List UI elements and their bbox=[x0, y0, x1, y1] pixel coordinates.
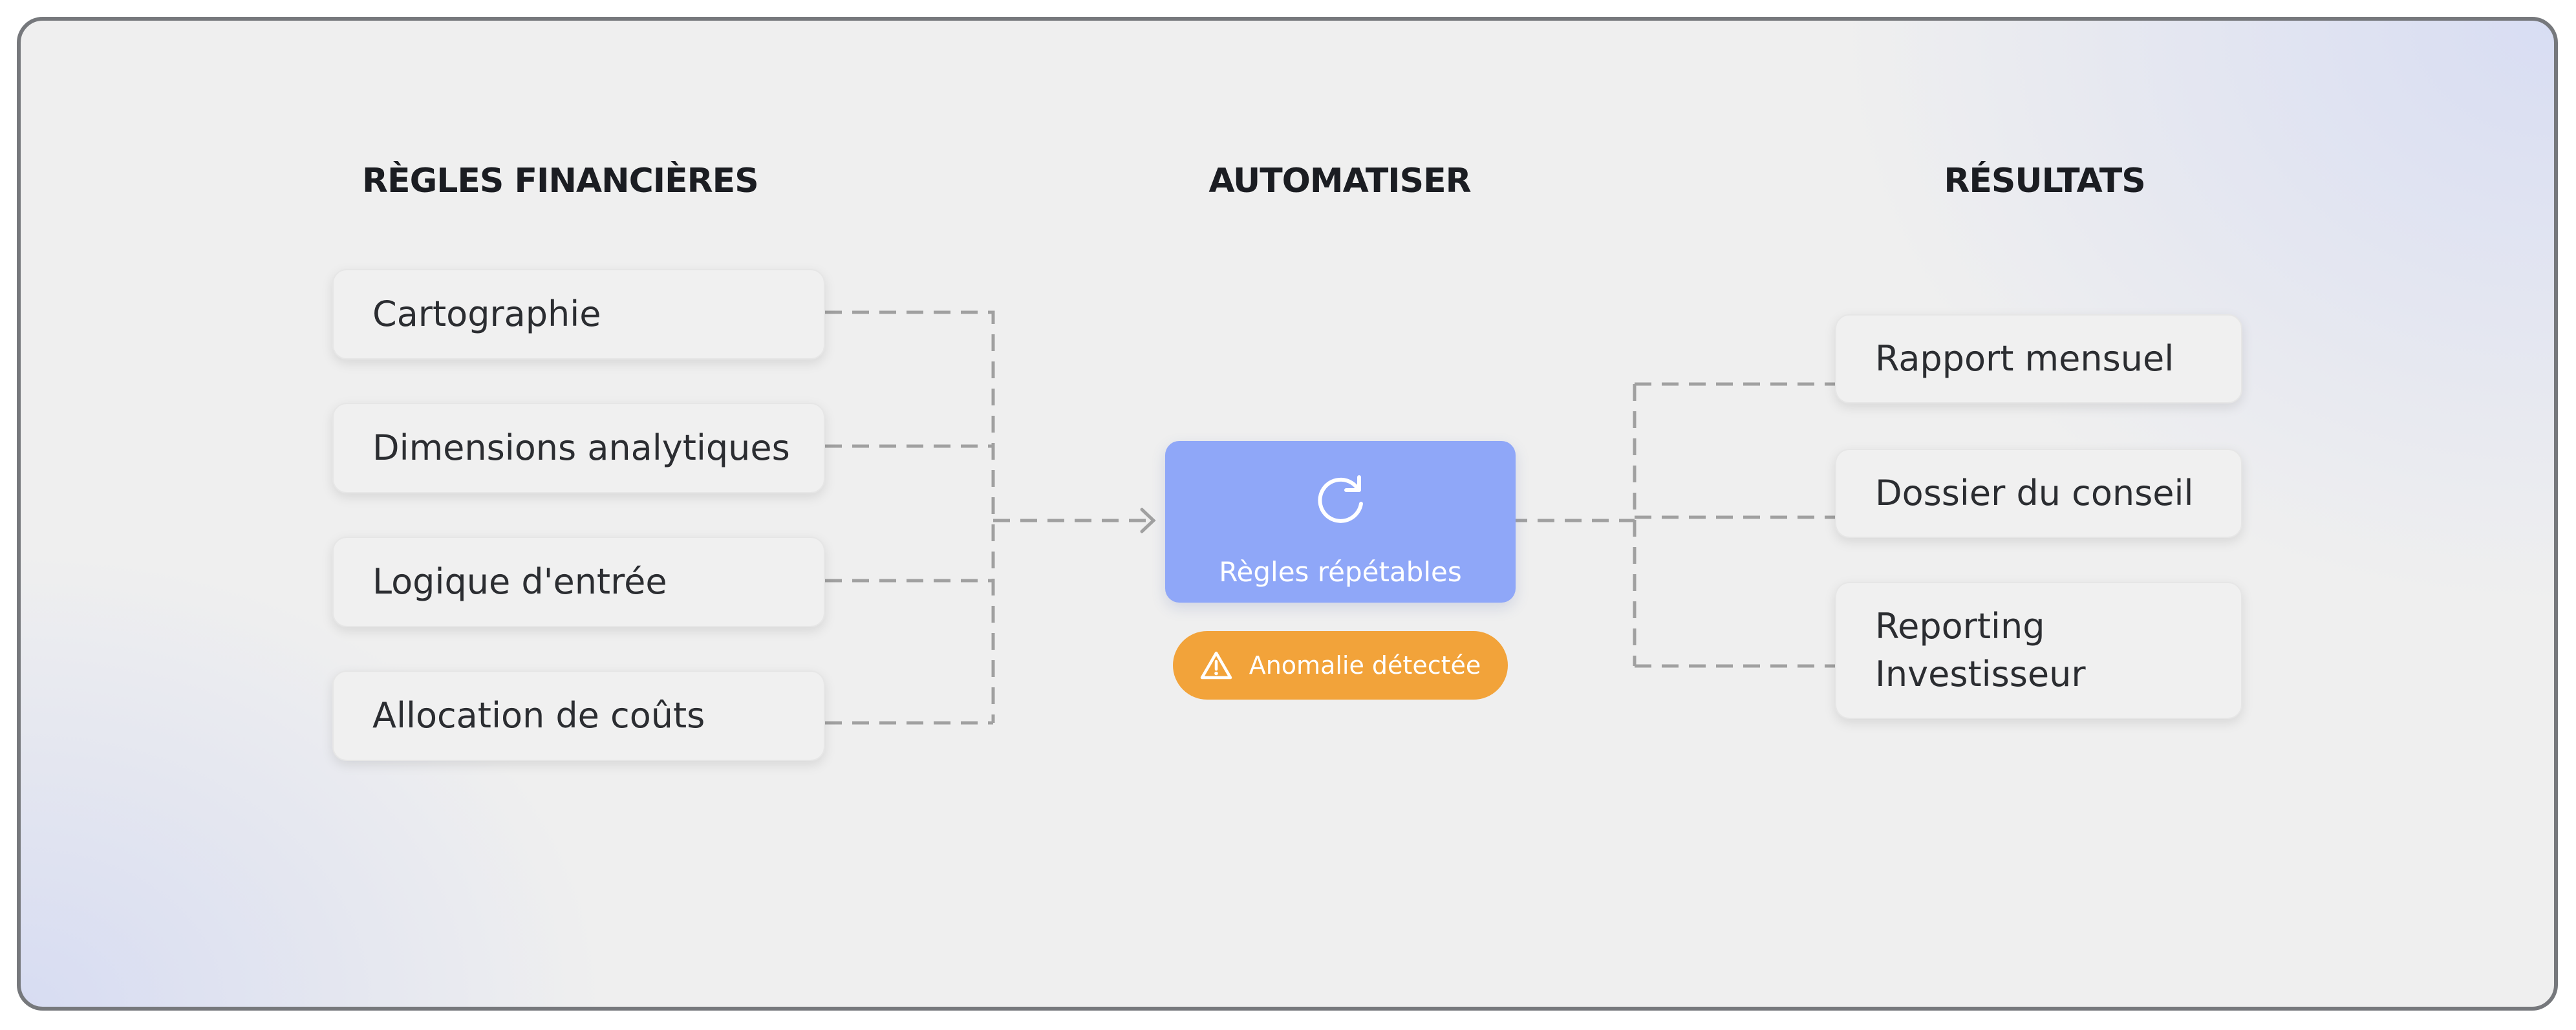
input-label: Allocation de coûts bbox=[372, 695, 705, 736]
process-card: Règles répétables bbox=[1165, 441, 1516, 603]
input-box-allocation: Allocation de coûts bbox=[332, 671, 825, 761]
output-label: Dossier du conseil bbox=[1875, 473, 2194, 513]
output-box-dossier-du-conseil: Dossier du conseil bbox=[1835, 449, 2242, 538]
output-label: Reporting Investisseur bbox=[1875, 606, 2086, 694]
anomaly-badge: Anomalie détectée bbox=[1173, 631, 1508, 700]
input-box-logique: Logique d'entrée bbox=[332, 537, 825, 627]
input-label: Cartographie bbox=[372, 294, 601, 334]
diagram-frame: RÈGLES FINANCIÈRES AUTOMATISER RÉSULTATS… bbox=[17, 17, 2558, 1011]
output-box-rapport-mensuel: Rapport mensuel bbox=[1835, 314, 2242, 403]
output-label: Rapport mensuel bbox=[1875, 338, 2174, 379]
refresh-icon bbox=[1318, 475, 1363, 523]
heading-automatiser: AUTOMATISER bbox=[1208, 162, 1471, 200]
warning-triangle-icon bbox=[1200, 651, 1232, 680]
heading-resultats: RÉSULTATS bbox=[1944, 162, 2145, 200]
output-box-reporting-investisseur: Reporting Investisseur bbox=[1835, 582, 2242, 719]
anomaly-label: Anomalie détectée bbox=[1249, 651, 1481, 680]
input-label: Dimensions analytiques bbox=[372, 427, 790, 468]
input-label: Logique d'entrée bbox=[372, 561, 667, 602]
connector-lines bbox=[825, 310, 1835, 725]
arrowhead-to-process bbox=[1140, 508, 1156, 533]
process-label: Règles répétables bbox=[1219, 556, 1462, 588]
input-box-cartographie: Cartographie bbox=[332, 269, 825, 359]
heading-regles-financieres: RÈGLES FINANCIÈRES bbox=[362, 162, 759, 200]
connector-cartographie bbox=[825, 310, 995, 723]
input-box-dimensions: Dimensions analytiques bbox=[332, 403, 825, 493]
